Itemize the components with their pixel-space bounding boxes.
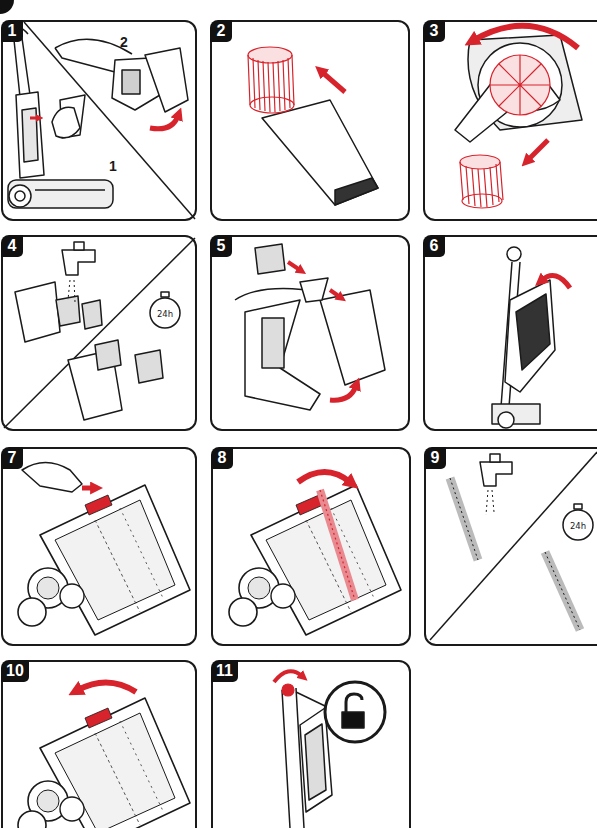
step-panel: 8 [211, 447, 411, 646]
step-number: 5 [210, 235, 232, 257]
step-number: 6 [423, 235, 445, 257]
step-number: 4 [1, 235, 23, 257]
step-panel: 2 [210, 20, 410, 221]
step-panel: 11 [211, 660, 411, 828]
step-number: 7 [1, 447, 23, 469]
step-number: 1 [1, 20, 23, 42]
timer-label: 24h [157, 310, 173, 319]
step-panel: 6 [423, 235, 597, 431]
step-number: 3 [423, 20, 445, 42]
step-panel: 5 [210, 235, 410, 431]
callout-number: 2 [120, 35, 128, 49]
step-panel: 4 [1, 235, 197, 431]
step-number: 2 [210, 20, 232, 42]
step-panel: 3 [423, 20, 597, 221]
step-number: 10 [1, 660, 29, 682]
timer-label: 24h [570, 522, 586, 531]
step-number: 9 [424, 447, 446, 469]
step-panel: 7 [1, 447, 197, 646]
step-number: 8 [211, 447, 233, 469]
step-panel: 1 [1, 20, 197, 221]
callout-number: 1 [109, 159, 117, 173]
step-panel: 10 [1, 660, 197, 828]
step-number: 11 [211, 660, 238, 682]
step-panel: 9 [424, 447, 597, 646]
